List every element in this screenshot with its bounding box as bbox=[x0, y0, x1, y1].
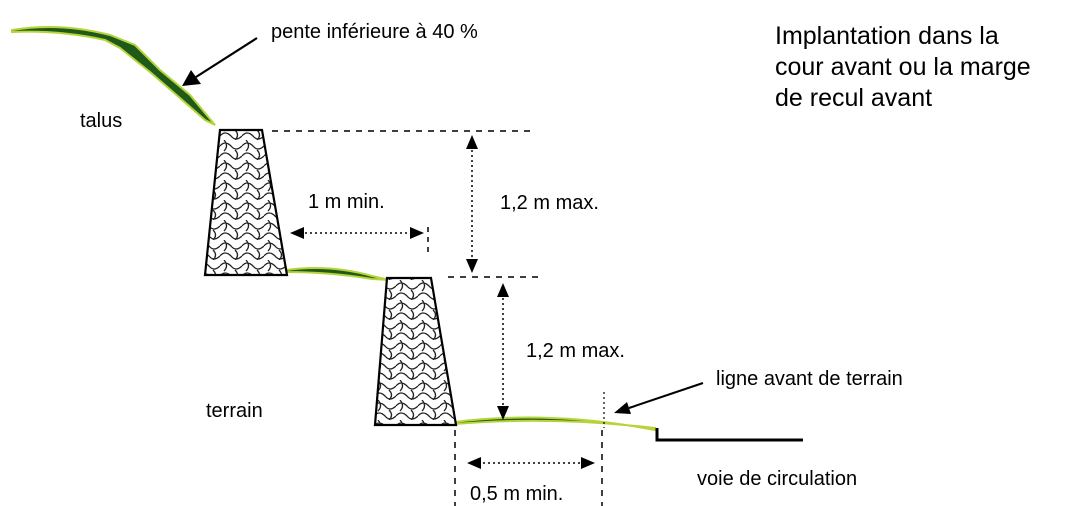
road-label: voie de circulation bbox=[697, 468, 857, 490]
lower-ground bbox=[454, 416, 656, 432]
title-line-2: cour avant ou la marge bbox=[775, 53, 1031, 81]
lower-retaining-wall bbox=[373, 276, 458, 427]
diagram-title: Implantation dans la cour avant ou la ma… bbox=[775, 22, 1031, 112]
title-line-3: de recul avant bbox=[775, 84, 932, 112]
road-line bbox=[655, 428, 803, 442]
lower-height-dimension bbox=[497, 283, 509, 420]
lower-height-label: 1,2 m max. bbox=[526, 340, 625, 362]
setback-dimension bbox=[467, 457, 595, 469]
upper-retaining-wall bbox=[203, 128, 289, 277]
wall-spacing-dimension bbox=[290, 227, 424, 239]
upper-height-label: 1,2 m max. bbox=[500, 192, 599, 214]
slope-pointer-arrow bbox=[182, 37, 258, 86]
middle-ground bbox=[285, 267, 391, 281]
upper-height-dimension bbox=[466, 135, 478, 273]
title-line-1: Implantation dans la bbox=[775, 22, 999, 50]
upper-slope bbox=[11, 25, 216, 126]
setback-label: 0,5 m min. bbox=[470, 483, 563, 505]
talus-label: talus bbox=[80, 110, 122, 132]
slope-note-label: pente inférieure à 40 % bbox=[271, 21, 478, 43]
front-line-pointer-arrow bbox=[614, 382, 704, 414]
front-line-label: ligne avant de terrain bbox=[716, 368, 903, 390]
wall-spacing-label: 1 m min. bbox=[308, 191, 385, 213]
terrain-label: terrain bbox=[206, 400, 263, 422]
